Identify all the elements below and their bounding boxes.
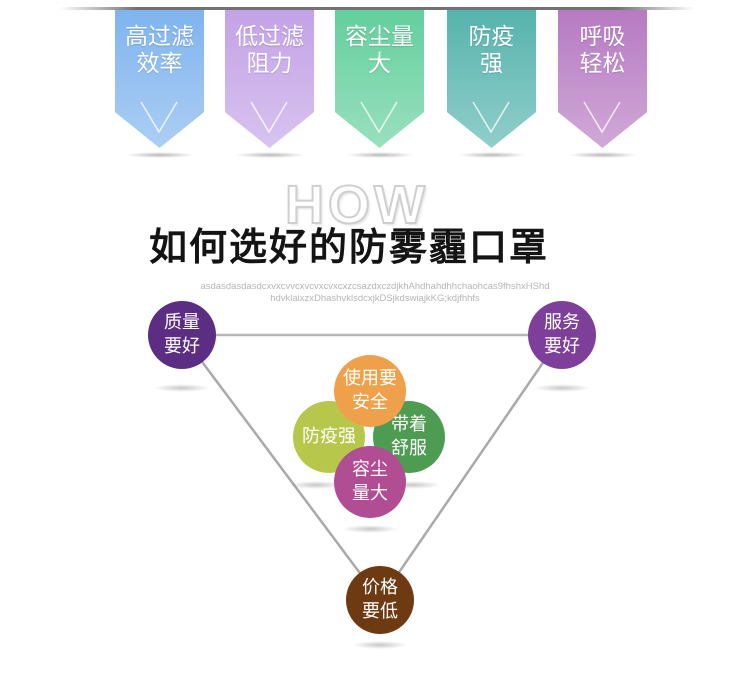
circle-shadow [352, 641, 408, 649]
circle-label: 服务要好 [544, 312, 580, 357]
circle-shadow [385, 481, 441, 489]
banner-shadow [235, 152, 305, 158]
petal-label: 容尘量大 [352, 459, 388, 504]
banner-label: 防疫强 [468, 24, 515, 77]
chevron-down-icon [140, 101, 178, 134]
chevron-down-icon [360, 101, 398, 134]
banner-label: 低过滤阻力 [235, 24, 304, 77]
banner-shadow [568, 152, 638, 158]
banner-easy-breathing: 呼吸轻松 [558, 10, 647, 148]
circle-shadow [288, 481, 344, 489]
circle-label: 价格要低 [362, 577, 398, 622]
banner-label: 容尘量大 [345, 24, 414, 77]
circle-shadow [534, 384, 590, 392]
subtitle-line-1: asdasdasdasdcxvxcvvcxvcvxcvxcxzcsazdxczd… [200, 281, 550, 292]
quality-circle: 质量要好 [148, 301, 216, 369]
petal-label: 防疫强 [302, 426, 356, 447]
banner-shadow [345, 152, 415, 158]
subtitle-line-2: hdvklaixzxDhashvklsdcxjkDSjkdswiajkKG;kd… [270, 293, 480, 304]
use-safe-petal: 使用要安全 [334, 355, 406, 427]
service-circle: 服务要好 [528, 301, 596, 369]
circle-shadow [154, 384, 210, 392]
banner-shadow [457, 152, 527, 158]
dust-capacity-petal: 容尘量大 [334, 446, 406, 518]
banner-label: 高过滤效率 [125, 24, 194, 77]
petal-label: 使用要安全 [343, 368, 397, 413]
chevron-down-icon [583, 101, 621, 134]
chevron-down-icon [472, 101, 510, 134]
price-circle: 价格要低 [346, 566, 414, 634]
how-heading: HOW [284, 174, 429, 236]
circle-label: 质量要好 [164, 312, 200, 357]
page-title: 如何选好的防雾霾口罩 [149, 225, 550, 269]
top-divider-line [60, 7, 694, 10]
petal-label: 带着舒服 [391, 414, 427, 459]
chevron-down-icon [250, 101, 288, 134]
banner-shadow [125, 152, 195, 158]
circle-shadow [342, 525, 398, 533]
banner-label: 呼吸轻松 [579, 24, 626, 77]
